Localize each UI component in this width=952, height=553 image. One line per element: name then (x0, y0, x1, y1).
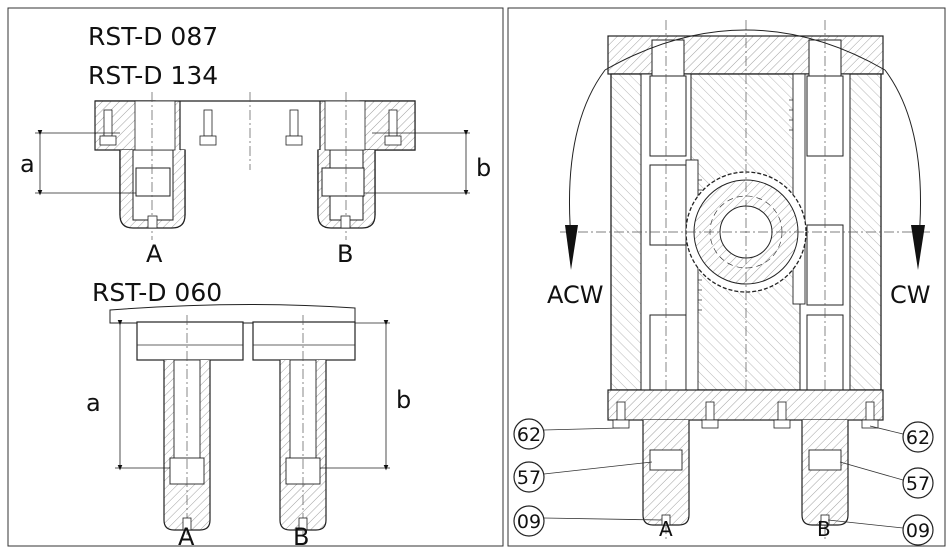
callout-57-left: 57 (517, 467, 541, 489)
left-panel-frame (7, 7, 504, 547)
rotation-cw-label: CW (890, 281, 931, 309)
port-a-label-top: A (146, 240, 163, 268)
top-left-section-drawing: RST-D 087 RST-D 134 (20, 22, 491, 268)
rotary-actuator-section-drawing: ACW CW 62 57 09 62 57 09 A B (513, 20, 934, 546)
dim-b-label-bottom: b (396, 386, 411, 414)
dim-b-label-top: b (476, 154, 491, 182)
bottom-left-section-drawing: RST-D 060 a b A B (86, 278, 411, 551)
model-label-087: RST-D 087 (88, 22, 218, 51)
port-a-label-bottom: A (178, 523, 195, 551)
callout-57-right: 57 (906, 473, 930, 495)
dim-a-label-top: a (20, 150, 35, 178)
port-b-label-right: B (817, 517, 831, 541)
callout-62-left: 62 (517, 424, 541, 446)
dim-a-label-bottom: a (86, 389, 101, 417)
callout-09-left: 09 (517, 511, 541, 533)
right-panel-frame (507, 7, 946, 547)
port-a-label-right: A (659, 517, 673, 541)
model-label-060: RST-D 060 (92, 278, 222, 307)
model-label-134: RST-D 134 (88, 61, 218, 90)
port-b-label-bottom: B (293, 523, 309, 551)
callout-09-right: 09 (906, 520, 930, 542)
port-b-label-top: B (337, 240, 353, 268)
rotation-acw-label: ACW (547, 281, 603, 309)
callout-62-right: 62 (906, 427, 930, 449)
